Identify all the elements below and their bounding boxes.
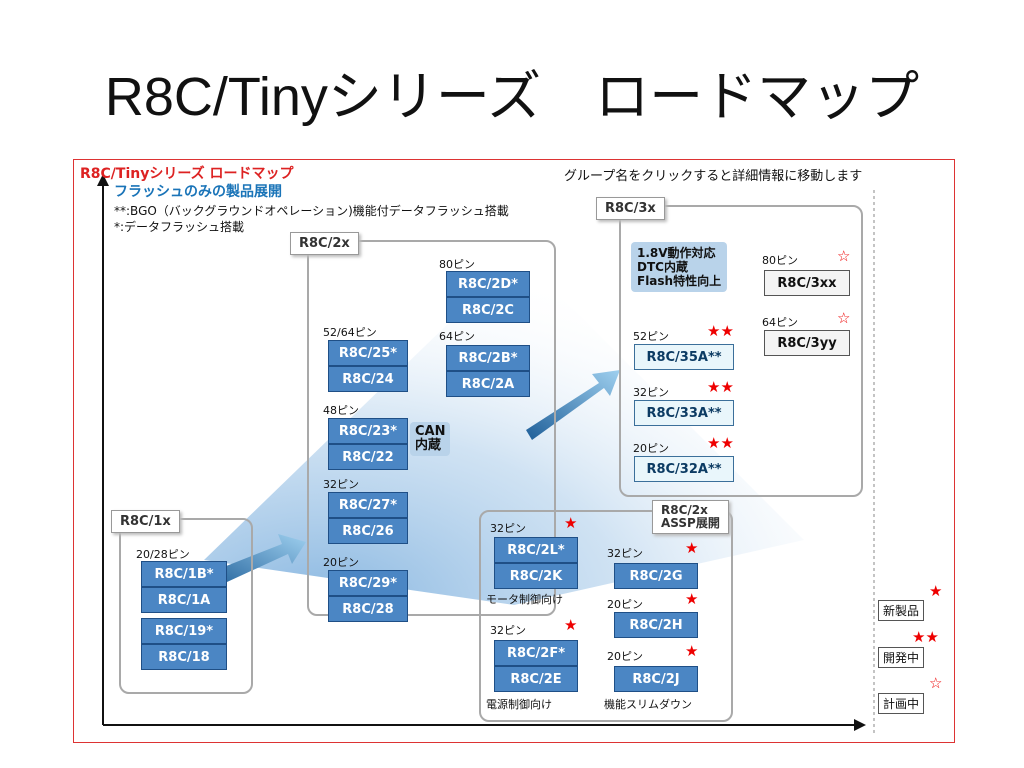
pin-label: 64ピン xyxy=(439,330,475,343)
chip-r8c2k[interactable]: R8C/2K xyxy=(494,563,578,589)
group-r8c2x-assp xyxy=(479,510,733,722)
pin-label: 80ピン xyxy=(762,254,798,267)
group-r8c1x xyxy=(119,518,253,694)
outline-star-icon: ☆ xyxy=(837,309,851,327)
group-tab-r8c3x[interactable]: R8C/3x xyxy=(596,197,665,220)
chip-r8c35a[interactable]: R8C/35A** xyxy=(634,344,734,370)
pin-label: 20ピン xyxy=(323,556,359,569)
arrow-2x-to-3x-icon xyxy=(526,370,620,440)
pin-label: 20ピン xyxy=(607,650,643,663)
chip-r8c29[interactable]: R8C/29* xyxy=(328,570,408,596)
chip-r8c2j[interactable]: R8C/2J xyxy=(614,666,698,692)
chip-r8c2a[interactable]: R8C/2A xyxy=(446,371,530,397)
chip-r8c2f[interactable]: R8C/2F* xyxy=(494,640,578,666)
red-star-icon: ★ xyxy=(564,616,578,634)
chip-r8c24[interactable]: R8C/24 xyxy=(328,366,408,392)
chip-r8c18[interactable]: R8C/18 xyxy=(141,644,227,670)
click-hint: グループ名をクリックすると詳細情報に移動します xyxy=(564,169,863,184)
pin-label: 32ピン xyxy=(490,522,526,535)
pin-label: 32ピン xyxy=(607,547,643,560)
diagram-subtitle: フラッシュのみの製品展開 xyxy=(114,184,282,200)
pin-label: 52/64ピン xyxy=(323,326,377,339)
legend-plan-star-icon: ☆ xyxy=(929,674,943,692)
pin-label: 80ピン xyxy=(439,258,475,271)
roadmap-diagram: R8C/Tinyシリーズ ロードマップ グループ名をクリックすると詳細情報に移動… xyxy=(73,159,955,743)
double-star-icon: ★★ xyxy=(707,378,734,396)
diagram-title: R8C/Tinyシリーズ ロードマップ xyxy=(80,166,294,182)
legend-dev-stars-icon: ★★ xyxy=(912,628,939,646)
chip-r8c1b[interactable]: R8C/1B* xyxy=(141,561,227,587)
chip-r8c26[interactable]: R8C/26 xyxy=(328,518,408,544)
chip-r8c33a[interactable]: R8C/33A** xyxy=(634,400,734,426)
double-star-icon: ★★ xyxy=(707,322,734,340)
pin-label: 64ピン xyxy=(762,316,798,329)
pin-label: 48ピン xyxy=(323,404,359,417)
chip-r8c2g[interactable]: R8C/2G xyxy=(614,563,698,589)
chip-r8c23[interactable]: R8C/23* xyxy=(328,418,408,444)
chip-r8c3xx[interactable]: R8C/3xx xyxy=(764,270,850,296)
pin-label: 52ピン xyxy=(633,330,669,343)
pin-label: 20ピン xyxy=(633,442,669,455)
chip-r8c22[interactable]: R8C/22 xyxy=(328,444,408,470)
group-r8c3x xyxy=(619,205,863,497)
outline-star-icon: ☆ xyxy=(837,247,851,265)
legend-dev: 開発中 xyxy=(878,647,925,668)
chip-r8c2d[interactable]: R8C/2D* xyxy=(446,271,530,297)
can-feature-label: CAN 内蔵 xyxy=(410,422,451,456)
group-r8c2x xyxy=(307,240,556,616)
note-bgo: **:BGO（バックグラウンドオペレーション)機能付データフラッシュ搭載 xyxy=(114,204,509,218)
feature-box-r8c3x: 1.8V動作対応 DTC内蔵 Flash特性向上 xyxy=(631,242,728,292)
arrow-1x-to-2x-icon xyxy=(206,534,306,588)
chip-r8c19[interactable]: R8C/19* xyxy=(141,618,227,644)
legend-new: 新製品 xyxy=(878,600,925,621)
x-axis-arrow-icon xyxy=(854,719,866,731)
group-tab-r8c2x[interactable]: R8C/2x xyxy=(290,232,359,255)
chip-r8c32a[interactable]: R8C/32A** xyxy=(634,456,734,482)
chip-r8c1a[interactable]: R8C/1A xyxy=(141,587,227,613)
group-tab-r8c1x[interactable]: R8C/1x xyxy=(111,510,180,533)
pin-label: 20ピン xyxy=(607,598,643,611)
pin-label: 32ピン xyxy=(323,478,359,491)
chip-r8c3yy[interactable]: R8C/3yy xyxy=(764,330,850,356)
legend-new-star-icon: ★ xyxy=(929,582,943,600)
pin-label: 32ピン xyxy=(633,386,669,399)
group-tab-r8c2x-assp[interactable]: R8C/2x ASSP展開 xyxy=(652,500,729,534)
double-star-icon: ★★ xyxy=(707,434,734,452)
pin-label: 32ピン xyxy=(490,624,526,637)
chip-r8c2e[interactable]: R8C/2E xyxy=(494,666,578,692)
chip-r8c2h[interactable]: R8C/2H xyxy=(614,612,698,638)
note-dataflash: *:データフラッシュ搭載 xyxy=(114,220,245,234)
chip-r8c2l[interactable]: R8C/2L* xyxy=(494,537,578,563)
legend-plan: 計画中 xyxy=(878,693,925,714)
chip-r8c2c[interactable]: R8C/2C xyxy=(446,297,530,323)
red-star-icon: ★ xyxy=(685,539,699,557)
chip-r8c28[interactable]: R8C/28 xyxy=(328,596,408,622)
caption-power-control: 電源制御向け xyxy=(486,698,552,711)
caption-motor-control: モータ制御向け xyxy=(486,593,563,606)
pin-label: 20/28ピン xyxy=(136,548,190,561)
red-star-icon: ★ xyxy=(685,642,699,660)
chip-r8c25[interactable]: R8C/25* xyxy=(328,340,408,366)
y-axis-arrow-icon xyxy=(97,174,109,186)
slide-title: R8C/Tinyシリーズ ロードマップ xyxy=(104,67,920,127)
chip-r8c27[interactable]: R8C/27* xyxy=(328,492,408,518)
red-star-icon: ★ xyxy=(685,590,699,608)
red-star-icon: ★ xyxy=(564,514,578,532)
chip-r8c2b[interactable]: R8C/2B* xyxy=(446,345,530,371)
caption-slimdown: 機能スリムダウン xyxy=(604,698,692,711)
